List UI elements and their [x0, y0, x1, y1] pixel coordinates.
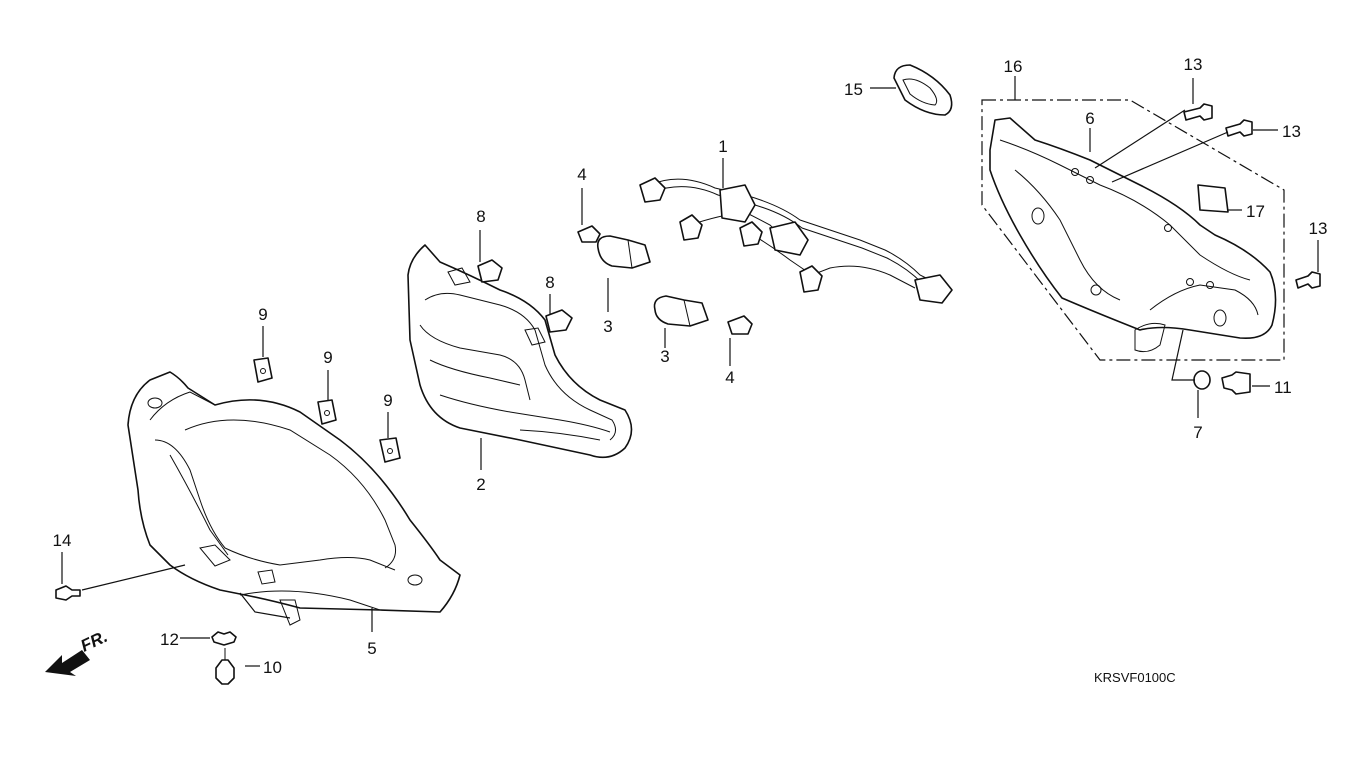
callout-labels: 1 2 3 3 4 4 5 6 7 8 8 9 9 9 10 11 12 13 …	[53, 55, 1328, 677]
clip-8-left	[477, 259, 503, 283]
callout-8a: 8	[476, 207, 485, 226]
callout-15: 15	[844, 80, 863, 99]
speed-nut-9a	[253, 357, 273, 383]
callout-7: 7	[1193, 423, 1202, 442]
callout-11: 11	[1274, 378, 1292, 397]
callout-14: 14	[53, 531, 72, 550]
speed-nut-9c	[379, 437, 401, 463]
callout-17: 17	[1246, 202, 1265, 221]
group-outline-16	[981, 99, 1285, 361]
position-bulb-lower	[727, 315, 753, 335]
wire-harness	[639, 177, 953, 304]
washer-12	[211, 631, 237, 646]
collar-7	[1193, 370, 1211, 390]
callout-4b: 4	[725, 368, 734, 387]
callout-13a: 13	[1184, 55, 1203, 74]
callout-10: 10	[263, 658, 282, 677]
callout-9b: 9	[323, 348, 332, 367]
arrow-icon	[45, 650, 90, 676]
callout-9a: 9	[258, 305, 267, 324]
diagram-code: KRSVF0100C	[1094, 670, 1176, 685]
grommet-15	[893, 64, 953, 116]
screw-14	[55, 585, 81, 601]
clip-8-right	[545, 309, 573, 333]
callout-4a: 4	[577, 165, 586, 184]
screw-13c	[1295, 271, 1321, 289]
callout-3a: 3	[603, 317, 612, 336]
front-direction-arrow: FR.	[45, 627, 111, 676]
callout-2: 2	[476, 475, 485, 494]
screw-13a	[1183, 103, 1213, 121]
callout-3b: 3	[660, 347, 669, 366]
callout-13b: 13	[1282, 122, 1301, 141]
leader-lines	[61, 76, 1319, 667]
bolt-11	[1221, 371, 1251, 395]
pad-17	[1197, 184, 1229, 213]
speed-nut-9b	[317, 399, 337, 425]
bolt-10	[215, 648, 235, 685]
headlight-bulb-upper	[596, 235, 651, 269]
callout-12: 12	[160, 630, 179, 649]
callout-1: 1	[718, 137, 727, 156]
callout-5: 5	[367, 639, 376, 658]
callout-13c: 13	[1309, 219, 1328, 238]
headlight-assembly	[407, 244, 633, 459]
screw-13b	[1225, 119, 1253, 137]
front-handlebar-cover	[127, 371, 461, 626]
callout-8b: 8	[545, 273, 554, 292]
rear-handlebar-cover	[989, 117, 1277, 353]
callout-9c: 9	[383, 391, 392, 410]
callout-16: 16	[1004, 57, 1023, 76]
headlight-bulb-lower	[653, 295, 709, 327]
position-bulb-upper	[577, 225, 601, 243]
callout-6: 6	[1085, 109, 1094, 128]
